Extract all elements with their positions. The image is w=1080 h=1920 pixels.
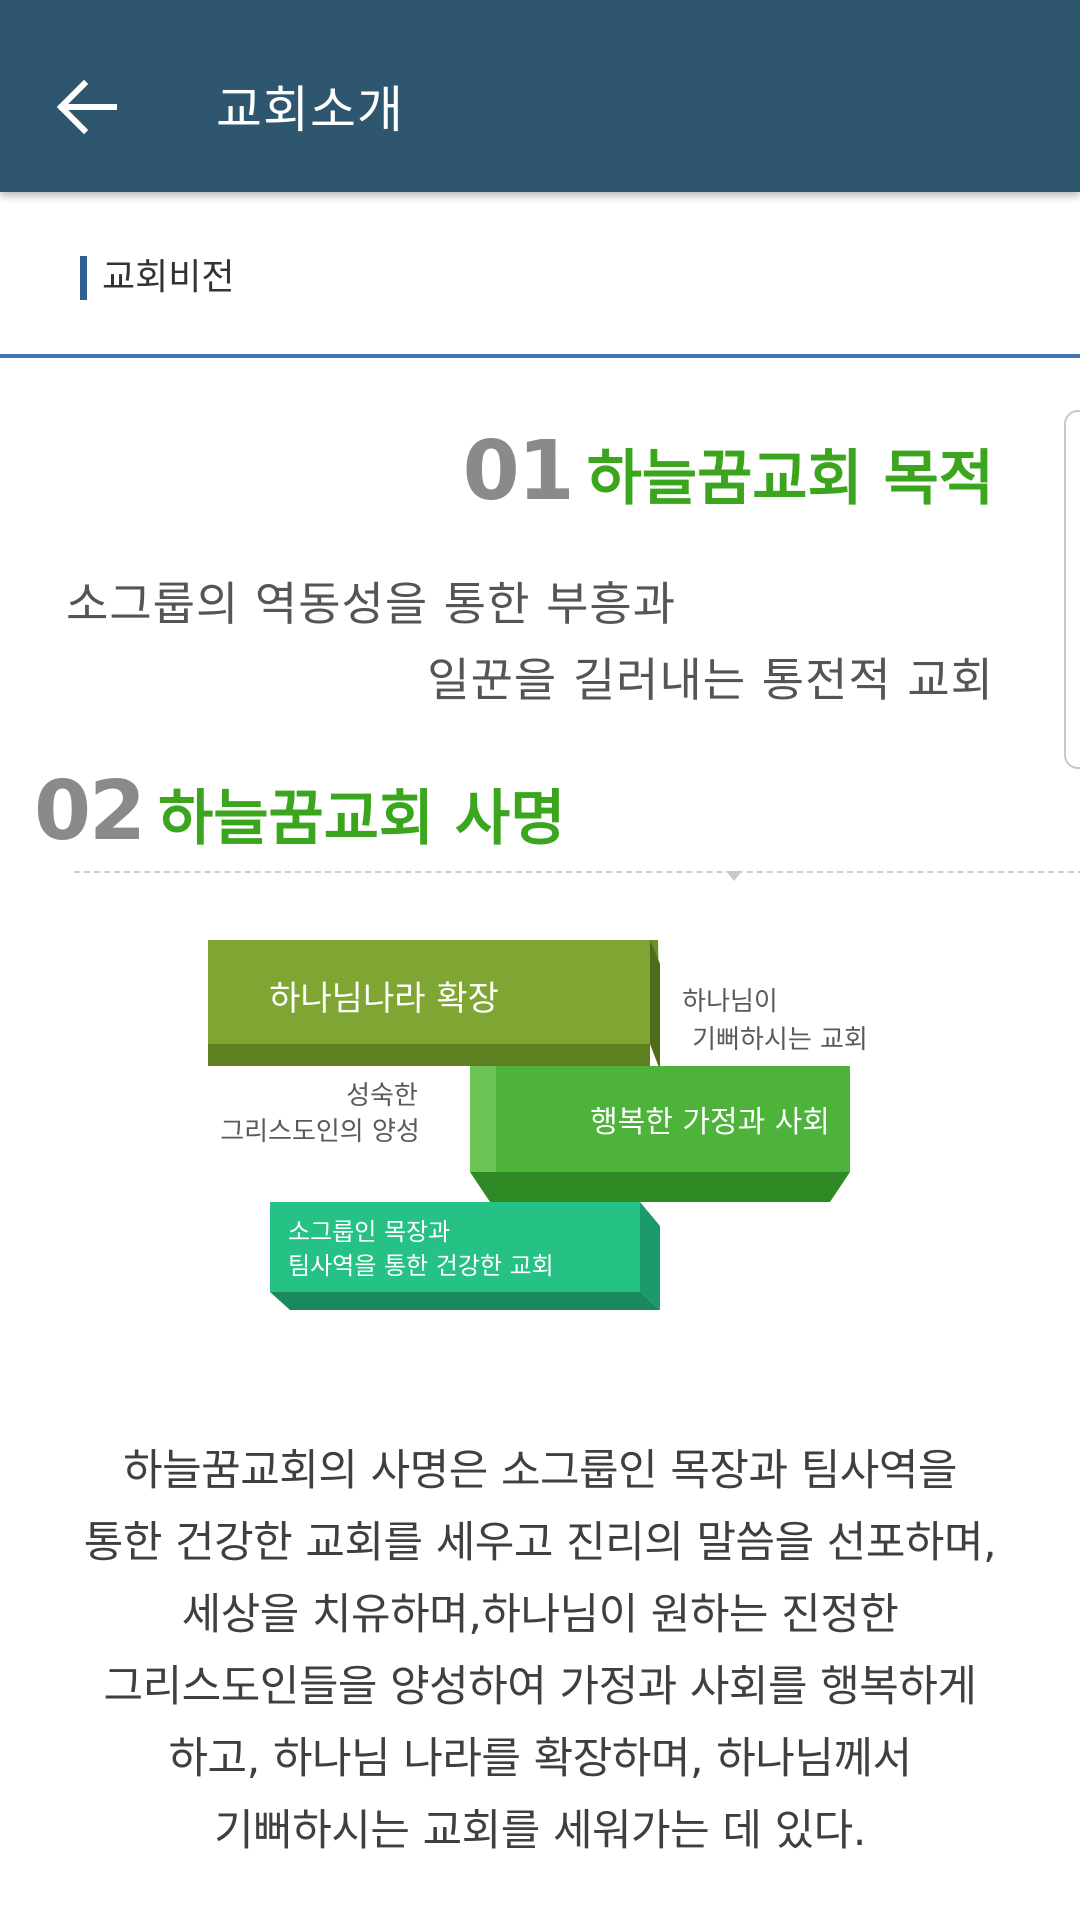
section-marker [80,256,87,300]
purpose-line-2: 일꾼을 길러내는 통전적 교회 [427,653,994,707]
section-label: 교회비전 [102,257,235,298]
block3-side [640,1202,660,1310]
divider [74,871,1080,873]
block2-bottom [470,1172,850,1202]
mission-title: 하늘꿈교회 사명 [158,784,566,854]
block3-label-1: 소그룹인 목장과 [288,1218,450,1246]
divider-marker [726,871,742,881]
back-button[interactable] [44,66,126,148]
app-bar: 교회소개 [0,0,1080,192]
block1-bottom [208,1044,650,1066]
note-left-2: 그리스도인의 양성 [220,1117,420,1147]
note-right-1: 하나님이 [682,987,778,1017]
mission-diagram: 하나님나라 확장 행복한 가정과 사회 소그룹인 목장과 팀사역을 통한 건강한… [208,940,868,1310]
scrollbar[interactable] [1064,410,1080,769]
block1-side [650,940,660,1070]
section-header: 교회비전 [0,192,1080,358]
body-line-2: 통한 건강한 교회를 세우고 진리의 말씀을 선포하며, [83,1518,997,1568]
purpose-title: 하늘꿈교회 목적 [586,444,994,514]
body-line-5: 하고, 하나님 나라를 확장하며, 하나님께서 [168,1734,912,1784]
block2-front [470,1066,850,1172]
block1-front [208,940,650,1044]
block3-label-2: 팀사역을 통한 건강한 교회 [288,1252,554,1280]
page-title: 교회소개 [216,81,404,139]
note-right-2: 기뻐하시는 교회 [692,1025,868,1055]
block1-label: 하나님나라 확장 [269,979,499,1019]
block2-leftface [470,1066,496,1172]
block3-front [270,1202,640,1292]
purpose-line-1: 소그룹의 역동성을 통한 부흥과 [66,577,677,631]
body-line-6: 기뻐하시는 교회를 세워가는 데 있다. [214,1806,866,1856]
block3-bottom [270,1292,660,1310]
arrow-left-icon [56,79,117,135]
body-line-4: 그리스도인들을 양성하여 가정과 사회를 행복하게 [103,1662,977,1712]
body-line-3: 세상을 치유하며,하나님이 원하는 진정한 [181,1590,899,1640]
block2-label: 행복한 가정과 사회 [590,1105,830,1140]
mission-number: 02 [34,764,146,859]
body-line-1: 하늘꿈교회의 사명은 소그룹인 목장과 팀사역을 [123,1446,957,1496]
note-left-1: 성숙한 [346,1081,418,1111]
purpose-number: 01 [462,424,575,519]
